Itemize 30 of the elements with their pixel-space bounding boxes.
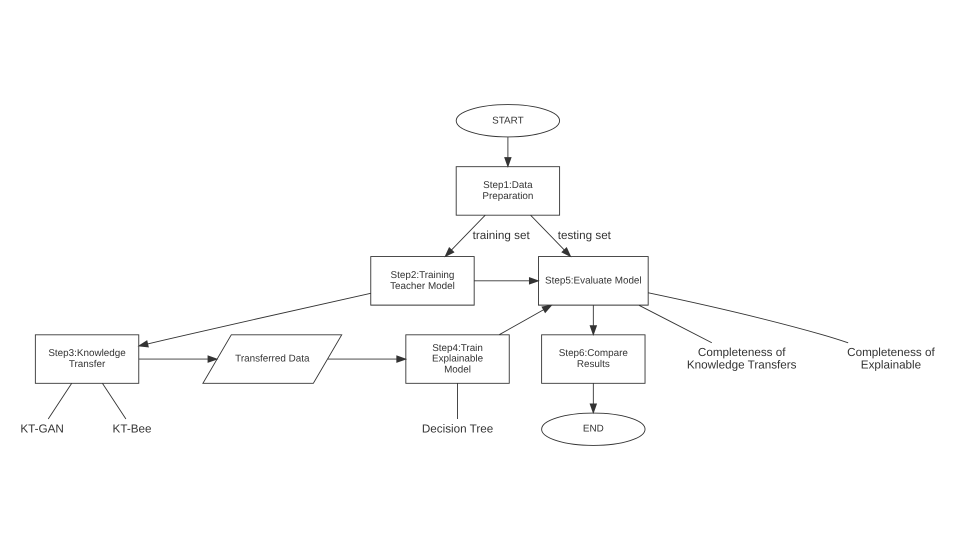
node-box: Step4:Train Explainable Model [405,334,510,384]
edge-label: testing set [558,228,611,242]
arrow [327,354,408,362]
arrow [590,382,598,414]
arrow [474,276,540,284]
node-text: Completeness of Explainable [847,345,935,371]
node-text: KT-GAN [20,422,64,435]
node-text: KT-Bee [112,422,152,435]
arrow [138,292,372,347]
node-box: Step2:Training Teacher Model [370,256,475,306]
connector [102,382,126,419]
node-box: Step5:Evaluate Model [538,256,649,306]
connector [648,292,849,343]
arrow [444,214,486,257]
node-box: Step6:Compare Results [541,334,646,384]
connector [638,304,712,343]
connector [48,382,72,419]
connector [457,382,458,419]
arrow [504,136,512,168]
edge-label: training set [472,228,530,242]
node-text: Completeness of Knowledge Transfers [686,345,797,371]
arrow [590,304,598,336]
node-ellipse: END [541,412,646,446]
node-box: Step3:Knowledge Transfer [34,334,140,384]
arrow [138,354,218,362]
arrow [498,304,553,335]
node-ellipse: START [456,104,560,137]
node-text: Decision Tree [422,422,494,435]
node-box: Step1:Data Preparation [456,166,560,216]
arrow [530,214,572,257]
